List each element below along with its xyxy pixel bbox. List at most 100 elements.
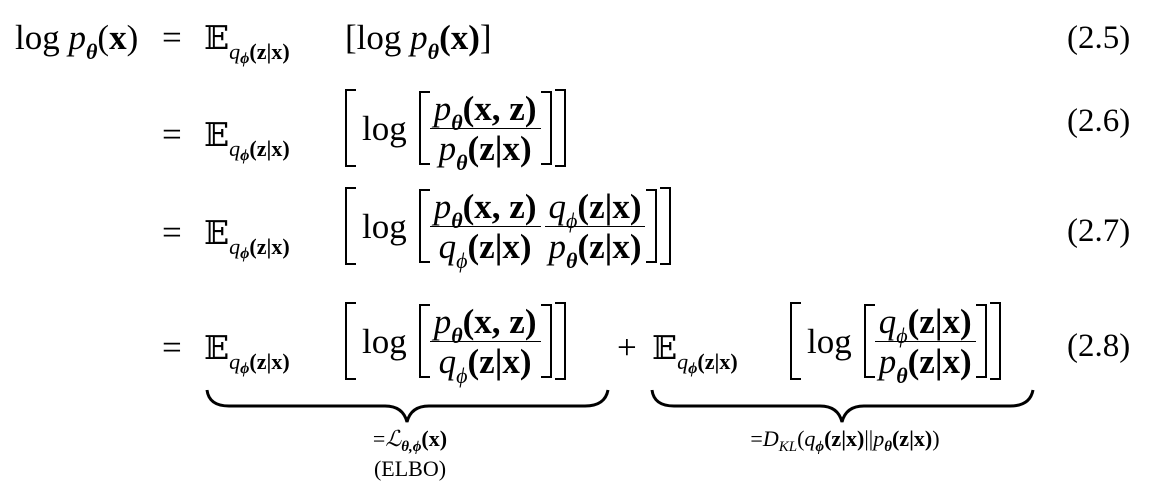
den-theta: θ: [566, 247, 578, 273]
label-open: (: [797, 426, 805, 451]
num-theta: θ: [451, 109, 463, 135]
label-eq: =: [750, 426, 763, 451]
body-p: p: [410, 18, 428, 57]
label-sub: KL: [778, 439, 798, 455]
label-qarg: (z|x): [824, 426, 865, 451]
equation-2-5: log pθ(x): [15, 18, 139, 63]
expectation-2-5: 𝔼qϕ(z|x): [204, 18, 290, 67]
equation-number: (2.5): [1067, 20, 1131, 56]
num-arg: (z|x): [577, 186, 642, 226]
body-log: log: [807, 321, 852, 361]
num-phi: ϕ: [896, 322, 908, 348]
underbrace-kl: [650, 389, 1035, 423]
label-L: ℒ: [385, 426, 402, 451]
num-arg: (x, z): [462, 301, 537, 341]
body-theta: θ: [427, 39, 440, 64]
bracket-open: [: [345, 18, 357, 57]
label-sub: θ,ϕ: [401, 439, 422, 455]
body-log: log: [362, 321, 407, 361]
body-arg: (x): [439, 18, 480, 57]
expectation-2-6: 𝔼qϕ(z|x): [204, 115, 290, 164]
paren-close: ): [126, 18, 139, 57]
den-p: p: [878, 341, 897, 381]
label-arg: (x): [421, 426, 448, 451]
sub-q: q: [229, 234, 241, 259]
underbrace-label-elbo: =ℒθ,ϕ(x): [330, 426, 490, 455]
den-phi: ϕ: [456, 247, 468, 273]
den-p: p: [438, 128, 457, 168]
equation-number: (2.8): [1067, 328, 1131, 364]
num-q: q: [878, 301, 897, 341]
bracket-inner-open: [418, 91, 430, 165]
body-2-7: log pθ(x, z) qϕ(z|x) qϕ(z|x) pθ(z|x): [345, 186, 671, 271]
sub-arg: (z|x): [697, 349, 738, 374]
sub-phi: ϕ: [240, 147, 250, 164]
bracket-close: ]: [479, 18, 492, 57]
equation-number: (2.7): [1067, 213, 1131, 249]
sub-arg: (z|x): [249, 136, 290, 161]
sub-q: q: [677, 349, 689, 374]
den-arg: (z|x): [577, 226, 642, 266]
expectation-symbol: 𝔼: [204, 18, 230, 57]
bracket-outer-open: [345, 187, 356, 265]
label-D: D: [762, 426, 779, 451]
body-log: log: [356, 18, 402, 57]
body-2-8-term2: log qϕ(z|x) pθ(z|x): [790, 301, 1001, 386]
num-p: p: [433, 301, 452, 341]
den-p: p: [548, 226, 567, 266]
sub-phi: ϕ: [688, 360, 698, 377]
underbrace-elbo: [205, 389, 610, 423]
equals-sign: =: [162, 213, 182, 252]
expectation-symbol: 𝔼: [204, 328, 230, 367]
body-2-8-term1: log pθ(x, z) qϕ(z|x): [345, 301, 566, 386]
equation-number: (2.6): [1067, 103, 1131, 139]
den-theta: θ: [456, 149, 468, 175]
fraction: pθ(x, z) qϕ(z|x): [429, 301, 541, 386]
num-arg: (z|x): [907, 301, 972, 341]
bracket-outer-close: [989, 302, 1001, 380]
bracket-outer-close: [554, 302, 566, 380]
sub-arg: (z|x): [249, 39, 290, 64]
den-arg: (z|x): [907, 341, 972, 381]
label-phi: ϕ: [815, 439, 825, 455]
lhs-log: log: [15, 18, 60, 57]
sub-q: q: [229, 136, 241, 161]
elbo-note: (ELBO): [373, 456, 447, 481]
fraction: pθ(x, z) pθ(z|x): [429, 88, 541, 173]
bracket-outer-close: [659, 187, 671, 265]
den-phi: ϕ: [456, 362, 468, 388]
label-close: ): [932, 426, 940, 451]
den-arg: (z|x): [467, 341, 532, 381]
expectation-symbol: 𝔼: [204, 213, 230, 252]
equals-sign: =: [162, 18, 182, 57]
label-theta: θ: [884, 439, 892, 455]
bracket-outer-open: [345, 89, 356, 167]
bracket-inner-open: [863, 304, 875, 378]
lhs-theta: θ: [85, 39, 98, 64]
equals-sign: =: [162, 328, 182, 367]
expectation-symbol: 𝔼: [204, 115, 230, 154]
paren-open: (: [97, 18, 110, 57]
lhs-p: p: [68, 18, 86, 57]
underbrace-label-kl: =DKL(qϕ(z|x)||pθ(z|x)): [680, 426, 1010, 455]
lhs-x: x: [109, 18, 127, 57]
body-2-5: [log pθ(x)]: [345, 18, 492, 63]
sub-q: q: [229, 349, 241, 374]
sub-phi: ϕ: [240, 50, 250, 67]
label-q: q: [804, 426, 816, 451]
den-theta: θ: [896, 362, 908, 388]
num-theta: θ: [451, 207, 463, 233]
label-sep: ||: [864, 426, 874, 451]
sub-phi: ϕ: [240, 245, 250, 262]
num-p: p: [433, 186, 452, 226]
num-phi: ϕ: [566, 207, 578, 233]
expectation-2-8-term2: 𝔼qϕ(z|x): [652, 330, 738, 377]
num-arg: (x, z): [462, 88, 537, 128]
plus-sign: +: [617, 328, 637, 367]
bracket-outer-open: [790, 302, 801, 380]
bracket-inner-open: [418, 189, 430, 263]
expectation-2-7: 𝔼qϕ(z|x): [204, 213, 290, 262]
bracket-inner-open: [418, 304, 430, 378]
body-log: log: [362, 206, 407, 246]
den-q: q: [438, 341, 457, 381]
